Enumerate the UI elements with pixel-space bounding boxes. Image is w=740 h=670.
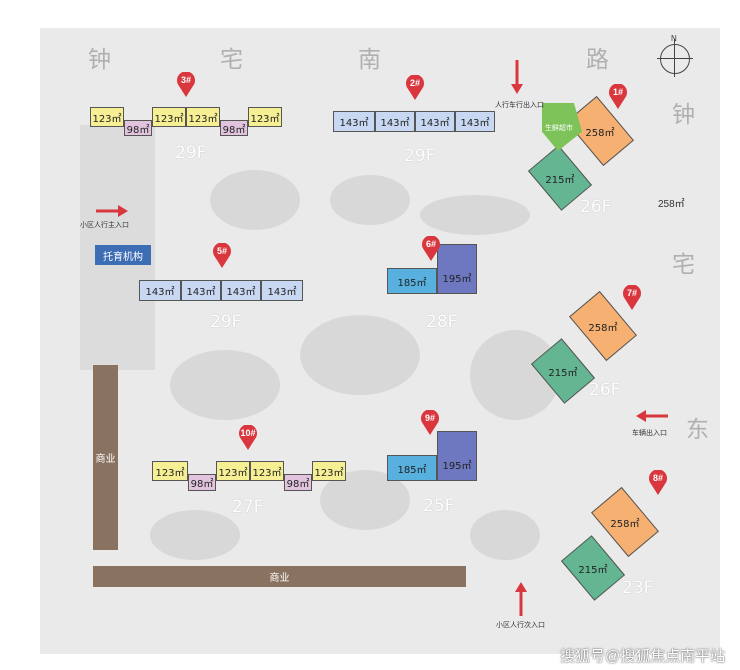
- building-number: 1#: [612, 87, 623, 97]
- building-number: 9#: [424, 413, 435, 423]
- unit-block: 123㎡: [250, 461, 284, 481]
- unit-area: 215㎡: [578, 564, 608, 576]
- unit-block: 98㎡: [124, 120, 152, 136]
- unit-block: 123㎡: [186, 107, 220, 127]
- building-pin-icon[interactable]: 6#: [421, 235, 441, 262]
- main-entrance-label: 小区人行主入口: [80, 222, 129, 229]
- arrow-up-icon: [515, 582, 527, 616]
- building-pin-icon[interactable]: 8#: [648, 469, 668, 496]
- building-number: 2#: [409, 78, 420, 88]
- unit-block: 123㎡: [248, 107, 282, 127]
- building-number: 6#: [425, 239, 436, 249]
- unit-block: 98㎡: [284, 474, 312, 491]
- floor-count: 29F: [404, 146, 436, 166]
- unit-block: 185㎡: [387, 455, 437, 481]
- unit-block: 143㎡: [415, 111, 455, 132]
- road-char: 东: [686, 417, 709, 443]
- building-pin-icon[interactable]: 7#: [622, 284, 642, 311]
- landscape-tree: [300, 315, 420, 395]
- building-pin-icon[interactable]: 2#: [405, 74, 425, 101]
- unit-block: 143㎡: [181, 280, 221, 301]
- unit-area: 215㎡: [545, 174, 575, 186]
- unit-area: 258㎡: [585, 127, 615, 139]
- road-char: 宅: [672, 252, 695, 278]
- arrow-right-icon: [96, 205, 128, 217]
- landscape-tree: [210, 170, 300, 230]
- road-char: 钟: [88, 47, 111, 73]
- road-char: 路: [586, 47, 609, 73]
- unit-area: 258㎡: [588, 322, 618, 334]
- commercial-south-block: 商业: [93, 566, 466, 587]
- nursery-block: 托育机构: [95, 245, 151, 265]
- secondary-entrance-label: 小区人行次入口: [496, 622, 545, 629]
- building-number: 10#: [240, 428, 256, 438]
- unit-block: 195㎡: [437, 431, 477, 481]
- building-number: 8#: [652, 473, 663, 483]
- unit-block: 143㎡: [261, 280, 303, 301]
- floor-count: 29F: [175, 143, 207, 163]
- floor-count: 27F: [232, 497, 264, 517]
- unit-block: 143㎡: [455, 111, 495, 132]
- arrow-down-icon: [511, 60, 523, 94]
- unit-block: 123㎡: [216, 461, 250, 481]
- building-pin-icon[interactable]: 10#: [238, 424, 258, 451]
- compass-icon: [657, 39, 693, 77]
- building-number: 3#: [180, 75, 191, 85]
- building-pin-icon[interactable]: 1#: [608, 83, 628, 110]
- unit-block: 143㎡: [375, 111, 415, 132]
- landscape-tree: [330, 175, 410, 225]
- unit-block: 123㎡: [152, 107, 186, 127]
- unit-block: 98㎡: [220, 120, 248, 136]
- landscape-tree: [470, 510, 540, 560]
- unit-block: 123㎡: [312, 461, 346, 481]
- unit-block: 98㎡: [188, 474, 216, 491]
- building-pin-icon[interactable]: 9#: [420, 409, 440, 436]
- road-char: 南: [358, 47, 381, 73]
- floor-count: 29F: [210, 312, 242, 332]
- landscape-tree: [150, 510, 240, 560]
- watermark: 搜狐号@搜狐焦点南平站: [560, 648, 726, 665]
- unit-block: 123㎡: [90, 107, 124, 127]
- unit-block: 143㎡: [221, 280, 261, 301]
- unit-block: 123㎡: [152, 461, 188, 481]
- arrow-left-icon: [636, 410, 668, 422]
- unit-block: 195㎡: [437, 244, 477, 294]
- building-pin-icon[interactable]: 5#: [212, 242, 232, 269]
- landscape-tree: [170, 350, 280, 420]
- side-area-label: 258㎡: [658, 199, 685, 210]
- unit-area: 215㎡: [548, 367, 578, 379]
- floor-count: 23F: [622, 578, 654, 598]
- building-number: 7#: [626, 288, 637, 298]
- market-label: 生鲜超市: [545, 125, 573, 132]
- commercial-west-block: 商业: [93, 365, 118, 550]
- road-char: 宅: [220, 47, 243, 73]
- road-char: 钟: [672, 102, 695, 128]
- unit-block: 143㎡: [139, 280, 181, 301]
- floor-count: 28F: [426, 312, 458, 332]
- unit-block: 143㎡: [333, 111, 375, 132]
- building-number: 5#: [216, 246, 227, 256]
- landscape-tree: [420, 195, 530, 235]
- floor-count: 25F: [423, 496, 455, 516]
- floor-count: 26F: [589, 380, 621, 400]
- floor-count: 26F: [580, 197, 612, 217]
- building-pin-icon[interactable]: 3#: [176, 71, 196, 98]
- north-entrance-label: 人行车行出入口: [495, 102, 544, 109]
- unit-block: 185㎡: [387, 268, 437, 294]
- vehicle-entrance-label: 车辆出入口: [632, 430, 667, 437]
- compass-north-label: N: [671, 34, 677, 43]
- unit-area: 258㎡: [610, 518, 640, 530]
